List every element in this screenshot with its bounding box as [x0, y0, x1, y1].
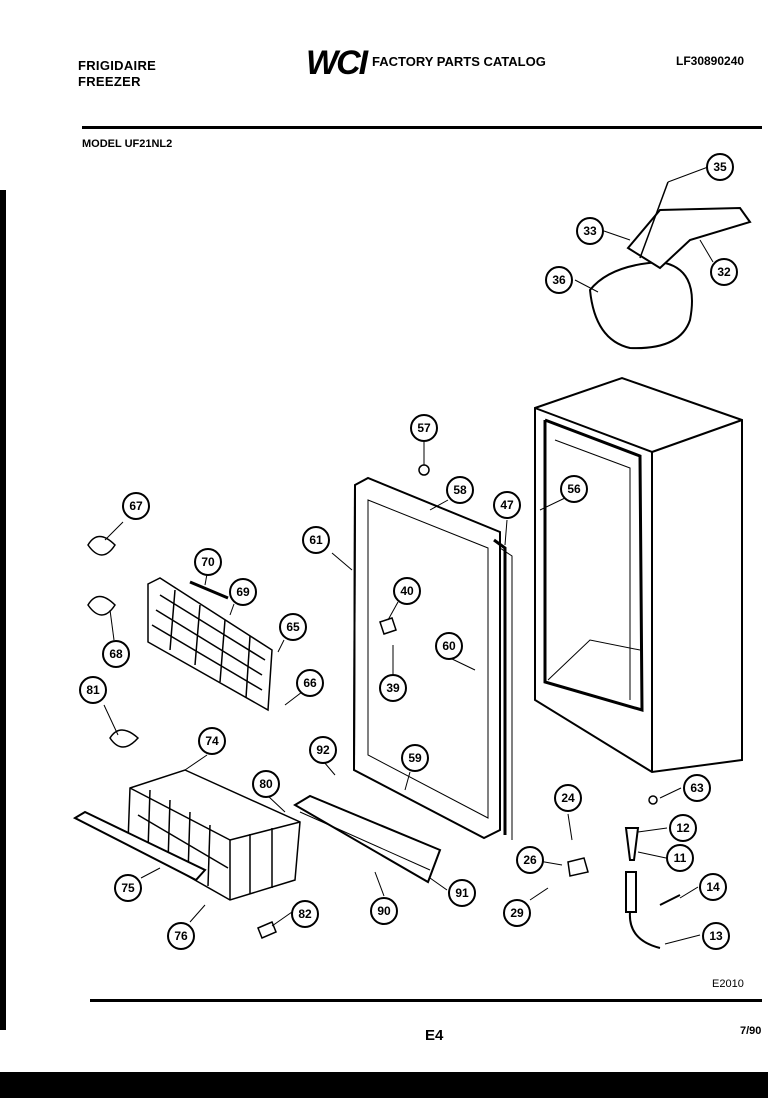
cabinet [534, 376, 743, 774]
svg-text:74: 74 [205, 734, 219, 748]
svg-text:82: 82 [298, 907, 312, 921]
model-number: MODEL UF21NL2 [82, 138, 173, 150]
leader-lines [103, 166, 714, 945]
callout-35: 35 [706, 153, 734, 181]
scan-edge [0, 190, 6, 1030]
kickplate [293, 794, 442, 884]
svg-text:80: 80 [259, 777, 273, 791]
callout-80: 80 [252, 770, 280, 798]
callout-69: 69 [229, 578, 257, 606]
drain-parts [624, 827, 681, 949]
callout-90: 90 [370, 897, 398, 925]
svg-text:36: 36 [552, 273, 566, 287]
svg-text:60: 60 [442, 639, 456, 653]
callout-74: 74 [198, 727, 226, 755]
callout-70: 70 [194, 548, 222, 576]
catalog-part-number: LF30890240 [676, 54, 745, 68]
svg-text:11: 11 [674, 851, 687, 865]
svg-text:13: 13 [709, 929, 723, 943]
part-callouts: 35 33 32 36 57 58 56 47 61 40 60 39 67 70 69 65 68 66 81 74… [79, 153, 738, 950]
callout-67: 67 [122, 492, 150, 520]
callout-66: 66 [296, 669, 324, 697]
svg-text:63: 63 [690, 781, 704, 795]
svg-text:66: 66 [303, 676, 317, 690]
callout-11: 11 [666, 844, 694, 872]
scan-bottom-band [0, 1072, 768, 1098]
product-type: FREEZER [78, 74, 141, 89]
callout-92: 92 [309, 736, 337, 764]
diagram-code: E2010 [712, 978, 744, 990]
basket-front-trim [72, 810, 207, 882]
callout-56: 56 [560, 475, 588, 503]
svg-text:32: 32 [717, 265, 731, 279]
callout-81: 81 [79, 676, 107, 704]
callout-91: 91 [448, 879, 476, 907]
brand-name: FRIGIDAIRE [78, 58, 157, 73]
callout-26: 26 [516, 846, 544, 874]
callout-14: 14 [699, 873, 727, 901]
svg-text:65: 65 [286, 620, 300, 634]
svg-text:40: 40 [400, 584, 414, 598]
svg-text:33: 33 [583, 224, 597, 238]
svg-text:59: 59 [408, 751, 422, 765]
evaporator-shelf [147, 577, 273, 712]
svg-text:70: 70 [201, 555, 215, 569]
callout-61: 61 [302, 526, 330, 554]
callout-29: 29 [503, 899, 531, 927]
callout-57: 57 [410, 414, 438, 442]
door-frame [352, 476, 513, 840]
svg-text:47: 47 [500, 498, 514, 512]
callout-40: 40 [393, 577, 421, 605]
callout-12: 12 [669, 814, 697, 842]
callout-82: 82 [291, 900, 319, 928]
callout-24: 24 [554, 784, 582, 812]
callout-32: 32 [710, 258, 738, 286]
revision-date: 7/90 [740, 1025, 762, 1037]
svg-text:14: 14 [706, 880, 720, 894]
svg-text:69: 69 [236, 585, 250, 599]
svg-text:92: 92 [316, 743, 330, 757]
svg-text:26: 26 [523, 853, 537, 867]
callout-75: 75 [114, 874, 142, 902]
svg-text:90: 90 [377, 904, 391, 918]
svg-text:68: 68 [109, 647, 123, 661]
svg-text:12: 12 [676, 821, 690, 835]
svg-text:76: 76 [174, 929, 188, 943]
page-label: E4 [425, 1027, 444, 1044]
header-rule [82, 126, 762, 129]
callout-68: 68 [102, 640, 130, 668]
svg-text:91: 91 [455, 886, 469, 900]
svg-text:75: 75 [121, 881, 135, 895]
svg-text:39: 39 [386, 681, 400, 695]
callout-60: 60 [435, 632, 463, 660]
callout-13: 13 [702, 922, 730, 950]
catalog-title: FACTORY PARTS CATALOG [372, 54, 546, 69]
callout-65: 65 [279, 613, 307, 641]
svg-text:24: 24 [561, 791, 575, 805]
svg-text:57: 57 [417, 421, 431, 435]
svg-text:81: 81 [86, 683, 100, 697]
compressor-assembly [588, 181, 752, 350]
callout-39: 39 [379, 674, 407, 702]
svg-text:29: 29 [510, 906, 524, 920]
callout-33: 33 [576, 217, 604, 245]
svg-text:35: 35 [713, 160, 727, 174]
svg-text:61: 61 [309, 533, 323, 547]
brand-block: FRIGIDAIRE FREEZER [78, 58, 156, 90]
callout-59: 59 [401, 744, 429, 772]
svg-text:67: 67 [129, 499, 143, 513]
svg-text:58: 58 [453, 483, 467, 497]
wci-logo: WCI [306, 44, 368, 82]
svg-text:56: 56 [567, 482, 581, 496]
footer-rule [90, 999, 762, 1002]
callout-47: 47 [493, 491, 521, 519]
callout-63: 63 [683, 774, 711, 802]
callout-76: 76 [167, 922, 195, 950]
callout-58: 58 [446, 476, 474, 504]
callout-36: 36 [545, 266, 573, 294]
